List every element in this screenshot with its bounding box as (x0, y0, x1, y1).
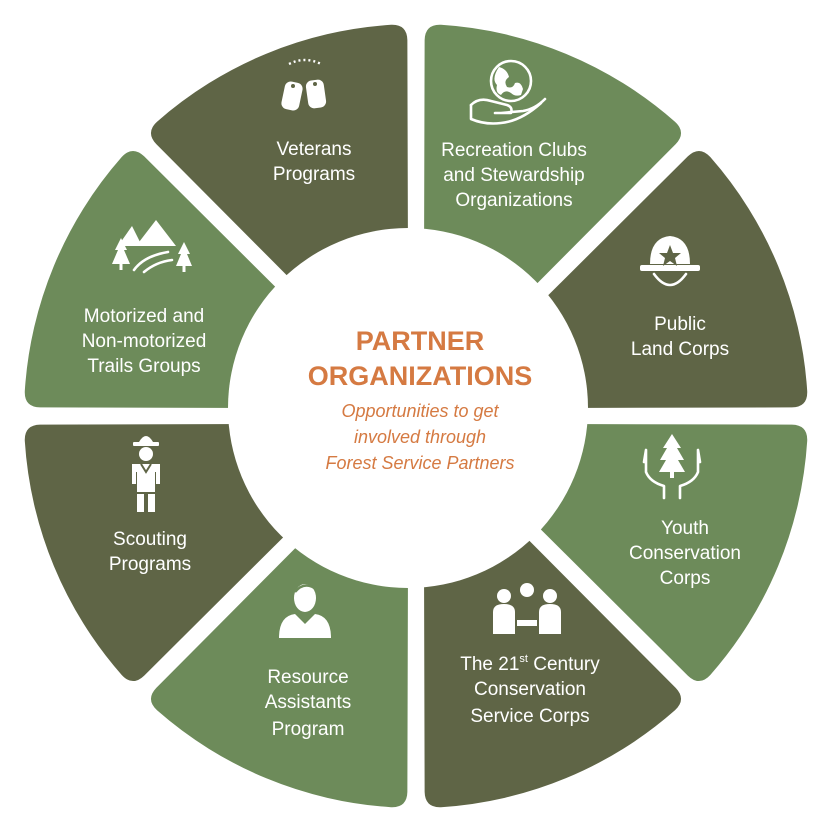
segment-veterans-line-2: Programs (273, 164, 355, 185)
group-of-people-icon (493, 583, 561, 634)
segment-trails-line-1: Motorized and (84, 306, 204, 327)
center-title-line-2: ORGANIZATIONS (308, 361, 533, 391)
globe-in-hand-icon (469, 59, 547, 125)
segment-trails: Motorized and Non-motorized Trails Group… (24, 150, 311, 409)
segment-scouting-shape (24, 423, 311, 682)
segment-recreation-line-2: and Stewardship (443, 165, 585, 186)
segment-recreation-shape (423, 24, 682, 311)
ranger-hat-icon (640, 236, 700, 287)
segment-veterans: Veterans Programs (150, 24, 409, 311)
segment-21csc-line-1-sup: st (519, 653, 528, 665)
segment-public-land-line-2: Land Corps (631, 339, 729, 360)
segment-veterans-shape (150, 24, 409, 311)
segment-resource-line-1: Resource (267, 667, 348, 688)
segment-recreation-line-1: Recreation Clubs (441, 140, 587, 161)
segment-youth: Youth Conservation Corps (521, 423, 808, 682)
segment-21csc-line-2: Conservation (474, 679, 586, 700)
segment-public-land-line-1: Public (654, 314, 706, 335)
center-circle (228, 228, 588, 588)
center-subtitle-line-2: involved through (354, 427, 486, 447)
segment-public-land: Public Land Corps (521, 150, 808, 409)
segment-trails-shape (24, 150, 311, 409)
segment-21csc: The 21st Century Conservation Service Co… (423, 521, 682, 808)
segment-resource: Resource Assistants Program (150, 521, 409, 808)
segment-resource-shape (150, 521, 409, 808)
segment-21csc-line-3: Service Corps (470, 706, 589, 727)
segment-21csc-line-1-rest: Century (528, 654, 600, 675)
segment-youth-line-3: Corps (660, 568, 711, 589)
segment-youth-line-1: Youth (661, 518, 709, 539)
segment-scouting: Scouting Programs (24, 423, 311, 682)
segment-21csc-line-1-main: The 21 (460, 654, 519, 675)
center-title-line-1: PARTNER (356, 326, 485, 356)
center-subtitle-line-1: Opportunities to get (341, 401, 499, 421)
center-subtitle-line-3: Forest Service Partners (325, 453, 514, 473)
segment-scouting-line-1: Scouting (113, 529, 187, 550)
person-avatar-icon (279, 584, 331, 638)
mountains-trees-trail-icon (112, 220, 192, 274)
segment-youth-line-2: Conservation (629, 543, 741, 564)
segment-resource-line-2: Assistants (265, 692, 352, 713)
segment-21csc-shape (423, 521, 682, 808)
segment-scouting-line-2: Programs (109, 554, 191, 575)
segment-resource-line-3: Program (272, 719, 345, 740)
segment-recreation: Recreation Clubs and Stewardship Organiz… (423, 24, 682, 311)
segment-veterans-line-1: Veterans (277, 139, 352, 160)
segment-21csc-line-1: The 21st Century (460, 653, 600, 675)
segment-trails-line-3: Trails Groups (87, 356, 200, 377)
tree-in-hands-icon (642, 434, 702, 500)
segment-recreation-line-3: Organizations (455, 190, 572, 211)
segment-youth-shape (521, 423, 808, 682)
segment-public-land-shape (521, 150, 808, 409)
scout-figure-icon (132, 436, 160, 512)
segment-trails-line-2: Non-motorized (82, 331, 207, 352)
dog-tags-icon (281, 58, 327, 111)
